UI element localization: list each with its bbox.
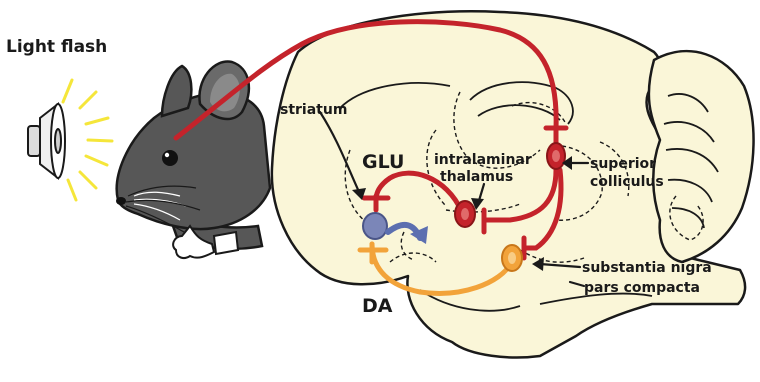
light-rays — [63, 80, 112, 200]
thalamus-label: thalamus — [440, 169, 513, 185]
glu-label: GLU — [362, 151, 404, 173]
striatum-label: striatum — [280, 102, 347, 118]
superior-label: superior — [590, 156, 656, 172]
mouse-head — [117, 62, 270, 249]
flashlight-icon — [28, 104, 65, 178]
intralaminar-label: intralaminar — [434, 152, 532, 168]
striatal-neuron — [363, 213, 387, 239]
colliculus-label: colliculus — [590, 174, 664, 190]
light-flash-label: Light flash — [6, 37, 107, 57]
pars-compacta-label: pars compacta — [584, 280, 700, 296]
da-label: DA — [362, 295, 393, 317]
substantia-nigra-label: substantia nigra — [582, 260, 712, 276]
